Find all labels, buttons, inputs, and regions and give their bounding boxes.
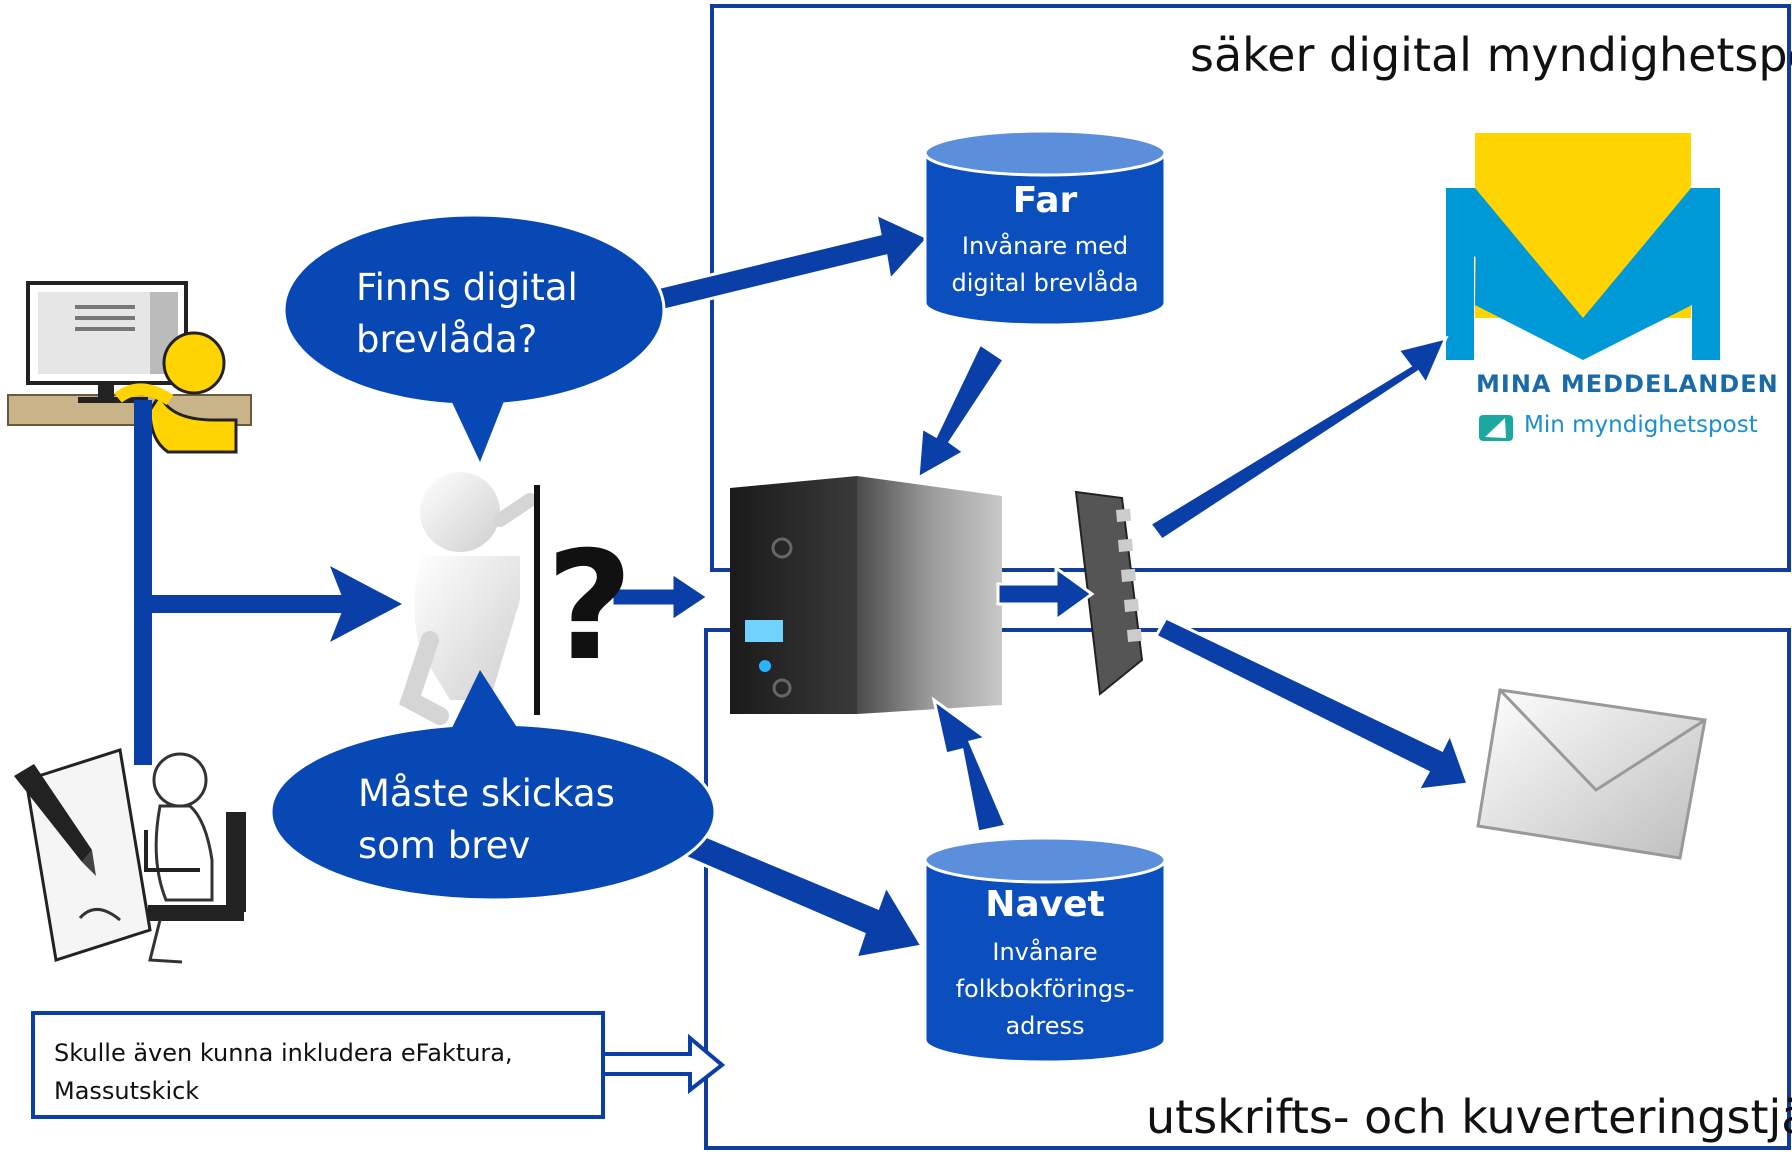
logo-subtitle: Min myndighetspost	[1524, 412, 1758, 438]
speech-bubble-top	[282, 213, 666, 462]
question-mark: ?	[546, 520, 634, 694]
bottom-bubble-line2: som brev	[358, 824, 531, 867]
note-box	[31, 1011, 605, 1119]
arrow-far-to-server	[916, 341, 1007, 481]
logo-caption: MINA MEDDELANDEN	[1476, 370, 1779, 398]
computer-user-icon	[7, 281, 252, 454]
navet-line3: adress	[1005, 1012, 1085, 1040]
far-database	[923, 129, 1167, 327]
pen-signing-icon	[14, 748, 152, 962]
note-text: Skulle även kunna inkludera eFaktura, Ma…	[54, 1034, 513, 1110]
arrow-navet-to-server	[931, 696, 1009, 834]
note-arrow	[605, 1033, 726, 1095]
mina-meddelanden-logo	[1446, 133, 1720, 441]
top-bubble-text: Finns digital brevlåda?	[356, 262, 578, 366]
arrow-to-figure	[330, 566, 402, 642]
far-line1: Invånare med	[961, 232, 1129, 260]
far-line2: digital brevlåda	[951, 269, 1139, 297]
network-switch-icon	[1074, 490, 1144, 696]
speech-bubble-bottom	[269, 670, 717, 902]
print-region-title: utskrifts- och kuverteringstjänst	[1146, 1090, 1792, 1144]
note-line2: Massutskick	[54, 1077, 200, 1105]
top-bubble-line1: Finns digital	[356, 266, 578, 309]
navet-line1: Invånare	[992, 938, 1098, 966]
arrow-to-far	[638, 211, 931, 316]
digital-region-title: säker digital myndighetspost	[1190, 28, 1792, 82]
envelope-icon	[1476, 688, 1707, 860]
bottom-bubble-text: Måste skickas som brev	[358, 768, 615, 872]
arrow-to-navet	[657, 820, 925, 960]
print-region-frame	[704, 628, 1791, 1150]
note-line1: Skulle även kunna inkludera eFaktura,	[54, 1039, 513, 1067]
arrow-to-server	[610, 570, 711, 624]
laptop-user-icon	[144, 752, 246, 964]
far-title: Far	[1012, 180, 1078, 221]
connector-horizontal	[134, 595, 364, 613]
navet-database	[923, 836, 1167, 1064]
arrow-to-switch	[996, 565, 1095, 623]
top-bubble-line2: brevlåda?	[356, 318, 538, 361]
bottom-bubble-line1: Måste skickas	[358, 772, 615, 815]
server-icon	[730, 476, 1002, 714]
navet-title: Navet	[985, 884, 1105, 925]
arrow-to-envelope	[1153, 616, 1471, 792]
navet-line2: folkbokförings-	[955, 975, 1135, 1003]
peeking-figure-icon	[399, 472, 540, 725]
connector-vertical	[134, 400, 152, 765]
arrow-to-logo	[1147, 335, 1449, 543]
